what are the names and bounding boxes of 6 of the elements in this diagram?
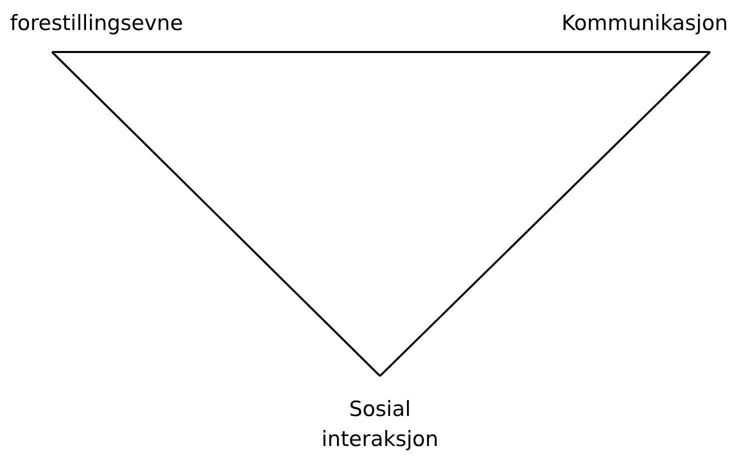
vertex-label: Kommunikasjon	[560, 10, 728, 37]
triangle-side	[52, 51, 710, 53]
vertex-label: forestillingsevne	[10, 10, 184, 37]
triangle-side	[379, 51, 711, 377]
triangle-side	[51, 51, 381, 377]
vertex-label: Sosial interaksjon	[320, 396, 440, 453]
